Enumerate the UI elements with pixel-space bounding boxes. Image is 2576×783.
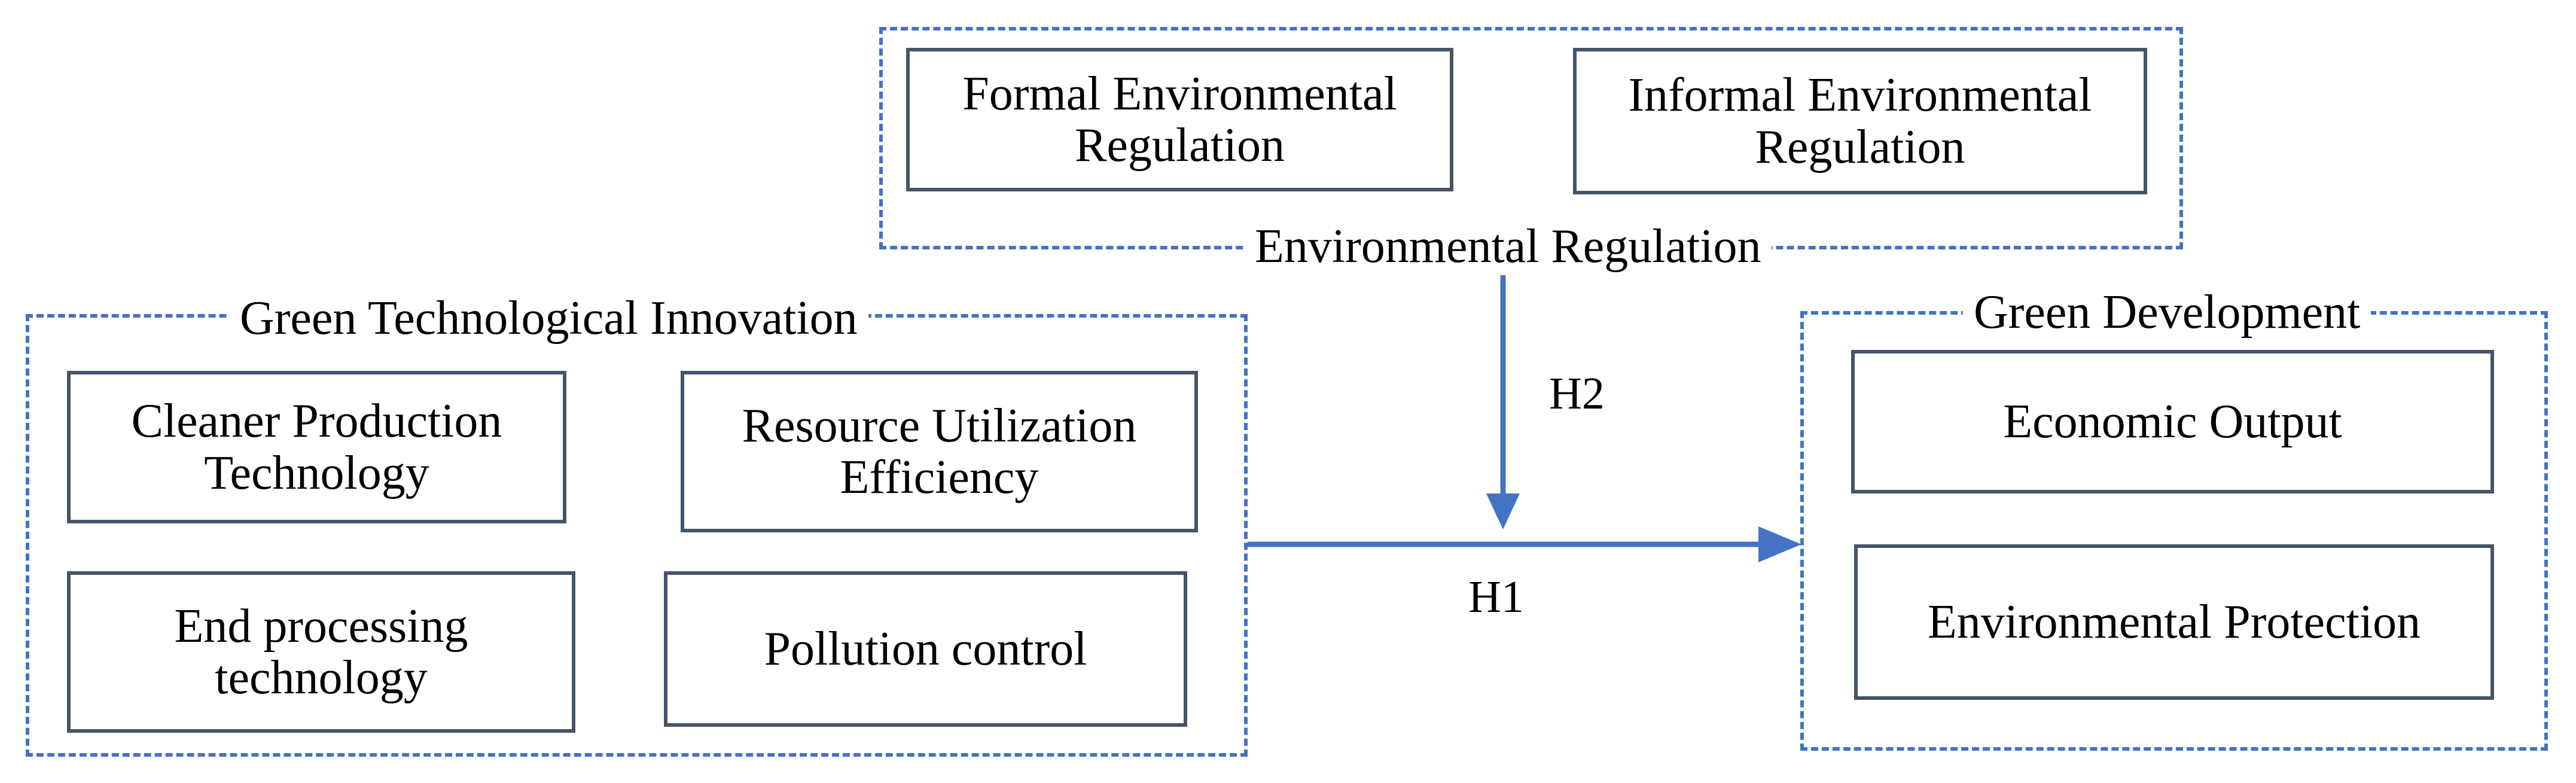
resource-utilization-label: Resource Utilization Efficiency [742, 399, 1137, 504]
pollution-control-box: Pollution control [664, 571, 1187, 727]
pollution-control-label: Pollution control [764, 622, 1087, 675]
h2-label: H2 [1549, 368, 1605, 419]
formal-regulation-label: Formal Environmental Regulation [962, 67, 1397, 172]
end-processing-box: End processing technology [67, 571, 575, 733]
cleaner-production-label: Cleaner Production Technology [131, 395, 502, 499]
environmental-protection-box: Environmental Protection [1854, 544, 2494, 700]
h1-arrow [1248, 526, 1801, 562]
environmental-protection-label: Environmental Protection [1927, 595, 2421, 648]
economic-output-label: Economic Output [2003, 395, 2342, 448]
informal-regulation-label: Informal Environmental Regulation [1628, 69, 2092, 173]
informal-regulation-box: Informal Environmental Regulation [1573, 48, 2147, 194]
h1-label: H1 [1468, 572, 1524, 622]
formal-regulation-box: Formal Environmental Regulation [906, 48, 1453, 191]
h2-arrow [1486, 275, 1520, 529]
green-technological-innovation-title: Green Technological Innovation [229, 294, 868, 342]
environmental-regulation-title: Environmental Regulation [1244, 223, 1772, 270]
green-development-title: Green Development [1963, 288, 2371, 336]
end-processing-label: End processing technology [174, 599, 468, 704]
cleaner-production-box: Cleaner Production Technology [67, 371, 566, 523]
resource-utilization-box: Resource Utilization Efficiency [681, 371, 1198, 532]
economic-output-box: Economic Output [1851, 350, 2494, 493]
